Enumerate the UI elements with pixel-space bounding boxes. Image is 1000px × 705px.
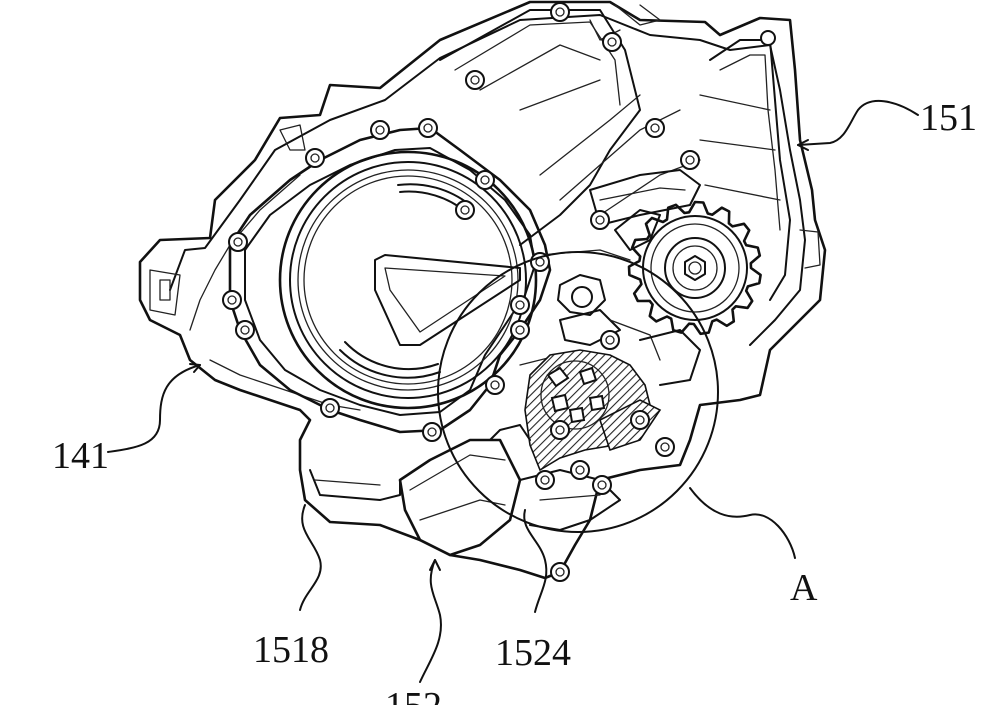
hatched-section: [525, 350, 660, 470]
bolt-boss: [603, 33, 621, 51]
bolt-boss: [656, 438, 674, 456]
bolt-boss: [456, 201, 474, 219]
label-152: 152: [385, 685, 442, 705]
bolt-boss: [681, 151, 699, 169]
bolt-bosses: [223, 3, 699, 581]
leader-151: [798, 101, 918, 145]
leader-a: [690, 488, 795, 558]
label-1524: 1524: [495, 632, 571, 674]
label-a: A: [790, 567, 818, 609]
bolt-boss: [321, 399, 339, 417]
bolt-boss: [229, 233, 247, 251]
leader-152: [420, 560, 441, 682]
bolt-boss: [223, 291, 241, 309]
leader-141: [108, 365, 200, 452]
bolt-boss: [511, 296, 529, 314]
bolt-boss: [646, 119, 664, 137]
bolt-boss: [419, 119, 437, 137]
label-151: 151: [920, 97, 977, 139]
bolt-boss: [591, 211, 609, 229]
right-housing: [700, 31, 820, 300]
bolt-boss: [476, 171, 494, 189]
bolt-boss: [306, 149, 324, 167]
bolt-boss: [551, 563, 569, 581]
bolt-boss: [551, 3, 569, 21]
bolt-boss: [593, 476, 611, 494]
bolt-boss: [631, 411, 649, 429]
bolt-boss: [236, 321, 254, 339]
bolt-boss: [571, 461, 589, 479]
label-141: 141: [52, 435, 109, 477]
bolt-boss: [423, 423, 441, 441]
bolt-boss: [486, 376, 504, 394]
bolt-boss: [466, 71, 484, 89]
bolt-boss: [551, 421, 569, 439]
bolt-boss: [601, 331, 619, 349]
label-1518: 1518: [253, 629, 329, 671]
bolt-boss: [511, 321, 529, 339]
leader-1518: [300, 505, 321, 610]
bolt-boss: [371, 121, 389, 139]
bolt-boss: [536, 471, 554, 489]
